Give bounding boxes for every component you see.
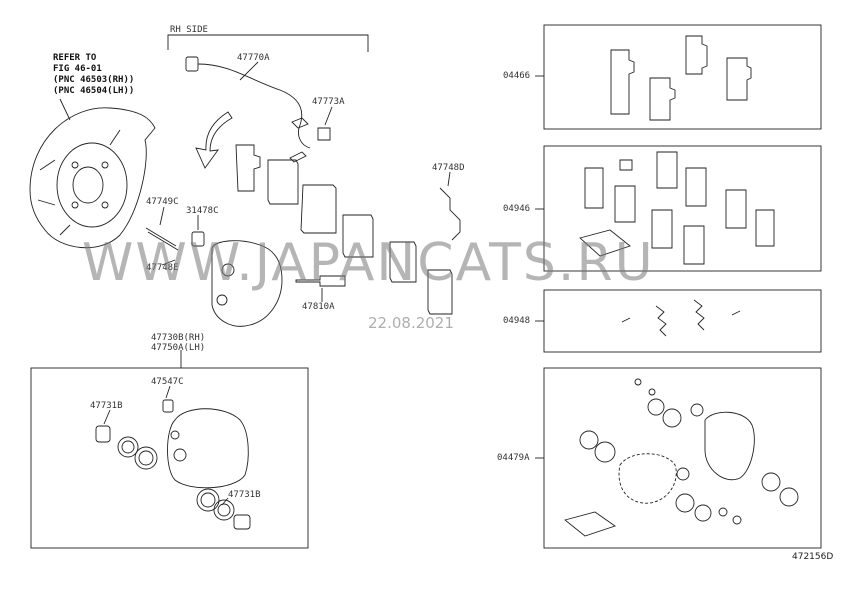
part-47547C[interactable]: 47547C — [151, 377, 184, 387]
part-47749C[interactable]: 47749C — [146, 197, 179, 207]
part-47731B-top[interactable]: 47731B — [90, 401, 123, 411]
part-47770A[interactable]: 47770A — [237, 53, 270, 63]
part-47810A[interactable]: 47810A — [302, 302, 335, 312]
part-47748D[interactable]: 47748D — [432, 163, 465, 173]
brake-pads — [235, 144, 453, 315]
kit-04479A-seals — [564, 378, 799, 537]
figure-id: 472156D — [792, 552, 834, 562]
kit-04466[interactable]: 04466 — [503, 71, 531, 81]
part-47731B-bottom[interactable]: 47731B — [228, 490, 261, 500]
refer-line-2[interactable]: FIG 46-01 — [53, 64, 102, 74]
backing-plate — [29, 107, 156, 249]
date-stamp: 22.08.2021 — [368, 314, 454, 332]
part-47750A[interactable]: 47750A(LH) — [151, 343, 206, 353]
kit-04946-parts — [579, 151, 775, 265]
kit-box-04479A — [543, 367, 822, 549]
kit-04946[interactable]: 04946 — [503, 204, 531, 214]
speed-sensor — [185, 56, 331, 163]
refer-line-3: (PNC 46503(RH)) — [53, 75, 135, 85]
caliper-box — [30, 367, 309, 549]
rh-side-label: RH SIDE — [170, 25, 208, 35]
refer-line-1: REFER TO — [53, 53, 97, 63]
caliper-upper — [211, 240, 283, 327]
kit-box-04946 — [543, 145, 822, 272]
kit-04948-clips — [621, 299, 741, 337]
kit-box-04466 — [543, 24, 822, 130]
kit-04479A[interactable]: 04479A — [497, 453, 530, 463]
part-47748E[interactable]: 47748E — [146, 263, 179, 273]
kit-box-04948 — [543, 289, 822, 353]
part-47730B[interactable]: 47730B(RH) — [151, 333, 206, 343]
part-31478C[interactable]: 31478C — [186, 206, 219, 216]
kit-04466-pads — [610, 35, 752, 121]
refer-line-4: (PNC 46504(LH)) — [53, 86, 135, 96]
caliper-lower — [95, 399, 251, 530]
watermark: WWW.JAPANCATS.RU — [82, 233, 655, 293]
kit-04948[interactable]: 04948 — [503, 316, 531, 326]
part-47773A[interactable]: 47773A — [312, 97, 345, 107]
